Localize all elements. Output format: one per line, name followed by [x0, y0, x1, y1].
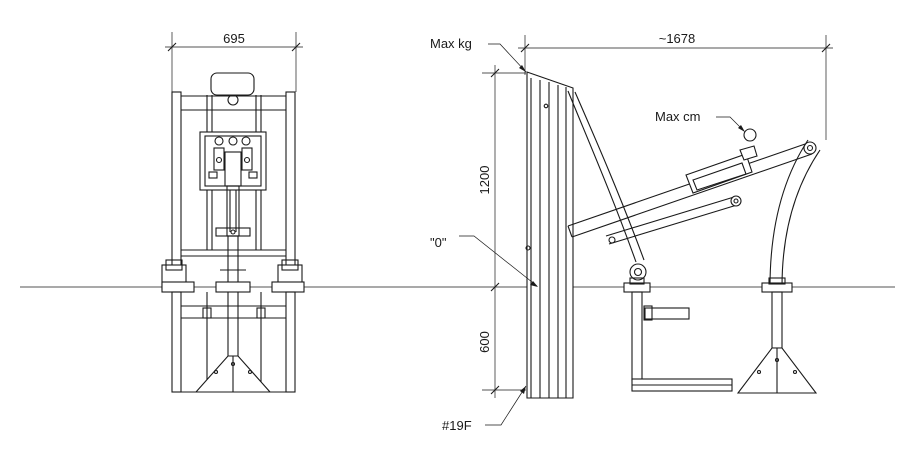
front-view: 695 — [161, 31, 305, 393]
height-label: 1200 — [477, 166, 492, 195]
callout-max-cm: Max cm — [655, 109, 745, 132]
front-width-label: 695 — [223, 31, 245, 46]
head-pad — [210, 72, 255, 96]
side-main-column — [525, 71, 574, 399]
side-length-label: ~1678 — [659, 31, 696, 46]
back-support-curve — [567, 90, 637, 263]
pad-carriage — [685, 128, 758, 194]
front-width-dimension: 695 — [165, 31, 303, 92]
max-kg-label: Max kg — [430, 36, 472, 51]
callout-model: #19F — [442, 385, 527, 433]
rear-post — [769, 139, 809, 288]
depth-label: 600 — [477, 331, 492, 353]
frame-post-right — [285, 91, 296, 267]
lever-arm — [567, 141, 817, 238]
side-view: ~1678 1200 600 Max kg — [430, 31, 833, 433]
zero-label: "0" — [430, 235, 447, 250]
callout-max-kg: Max kg — [430, 36, 527, 73]
callout-zero: "0" — [430, 235, 538, 287]
side-height-dimension: 1200 600 — [477, 65, 526, 398]
side-length-dimension: ~1678 — [518, 31, 833, 140]
max-cm-label: Max cm — [655, 109, 701, 124]
carriage-plate — [199, 131, 267, 191]
model-label: #19F — [442, 418, 472, 433]
frame-post-left — [171, 91, 182, 267]
